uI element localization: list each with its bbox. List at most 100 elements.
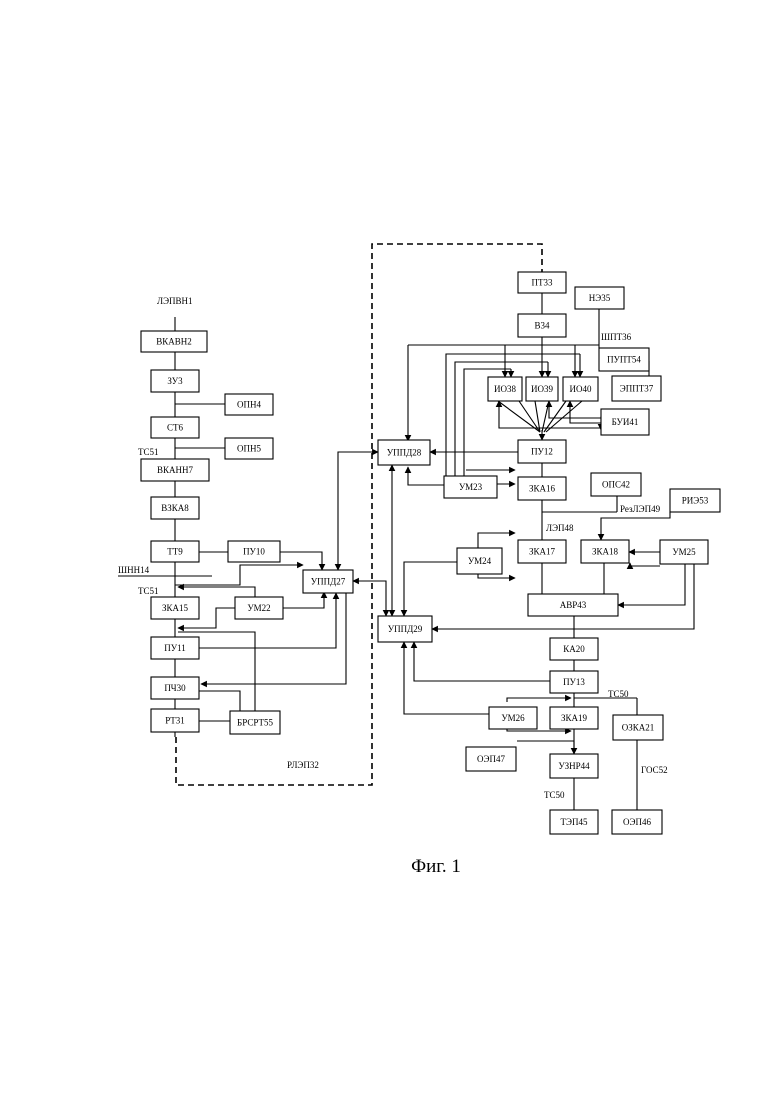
label-lepvn1: ЛЭПВН1	[157, 296, 193, 306]
block-st6-label: СТ6	[167, 423, 184, 433]
block-zka16: ЗКА16	[518, 477, 566, 500]
block-uppd27-label: УППД27	[311, 577, 346, 587]
block-oep47: ОЭП47	[466, 747, 516, 771]
block-avr43: АВР43	[528, 594, 618, 616]
block-pu13-label: ПУ13	[563, 677, 585, 687]
label-rlep32: РЛЭП32	[287, 760, 319, 770]
block-io38: ИО38	[488, 377, 522, 401]
block-pu10: ПУ10	[228, 541, 280, 562]
block-pu12-label: ПУ12	[531, 447, 553, 457]
block-io39-label: ИО39	[531, 384, 553, 394]
block-tep45-label: ТЭП45	[561, 817, 588, 827]
block-um26-label: УМ26	[501, 713, 525, 723]
block-opn4-label: ОПН4	[237, 400, 261, 410]
label-lep48: ЛЭП48	[546, 523, 574, 533]
block-tt9-label: ТТ9	[167, 547, 183, 557]
block-opn5-label: ОПН5	[237, 444, 261, 454]
block-v34-label: В34	[534, 321, 550, 331]
block-ne35-label: НЭ35	[589, 293, 611, 303]
block-zka18: ЗКА18	[581, 540, 629, 563]
block-pt33-label: ПТ33	[532, 278, 553, 288]
block-ops42: ОПС42	[591, 473, 641, 496]
block-uznr44: УЗНР44	[550, 754, 598, 778]
block-uznr44-label: УЗНР44	[558, 761, 590, 771]
block-uppd29-label: УППД29	[388, 624, 423, 634]
block-io38-label: ИО38	[494, 384, 516, 394]
block-eppt37-label: ЭППТ37	[620, 384, 654, 394]
block-vzka8: ВЗКА8	[151, 497, 199, 519]
block-rie53-label: РИЭ53	[682, 496, 709, 506]
label-ts50-b: ТС50	[544, 790, 565, 800]
block-ops42-label: ОПС42	[602, 480, 630, 490]
block-uppd28-label: УППД28	[387, 448, 422, 458]
block-vkavn2-label: ВКАВН2	[156, 337, 192, 347]
label-shpt36: ШПТ36	[601, 332, 632, 342]
label-ts51-b: ТС51	[138, 586, 159, 596]
block-zka17: ЗКА17	[518, 540, 566, 563]
label-ts50-a: ТС50	[608, 689, 629, 699]
block-brsrt55-label: БРСРТ55	[237, 718, 273, 728]
block-zu3-label: ЗУ3	[167, 376, 183, 386]
block-vkann7-label: ВКАНН7	[157, 465, 194, 475]
block-st6: СТ6	[151, 417, 199, 438]
blocks: ВКАВН2ЗУ3ОПН4СТ6ОПН5ВКАНН7ВЗКА8ТТ9ПУ10УП…	[141, 272, 720, 834]
block-vkann7: ВКАНН7	[141, 459, 209, 481]
block-ozka21: ОЗКА21	[613, 715, 663, 740]
block-pch30: ПЧ30	[151, 677, 199, 699]
block-pch30-label: ПЧ30	[164, 683, 186, 693]
label-shnn14: ШНН14	[118, 565, 150, 575]
block-uppd29: УППД29	[378, 616, 432, 642]
block-um26: УМ26	[489, 707, 537, 729]
label-rezlep49: РезЛЭП49	[620, 504, 661, 514]
block-rt31-label: РТ31	[165, 716, 185, 726]
block-vzka8-label: ВЗКА8	[161, 503, 189, 513]
block-pu12: ПУ12	[518, 440, 566, 463]
block-io40: ИО40	[563, 377, 598, 401]
block-um24-label: УМ24	[468, 556, 492, 566]
block-um25-label: УМ25	[672, 547, 696, 557]
block-oep46: ОЭП46	[612, 810, 662, 834]
block-zka15: ЗКА15	[151, 597, 199, 619]
block-pu11-label: ПУ11	[164, 643, 186, 653]
block-opn5: ОПН5	[225, 438, 273, 459]
block-ozka21-label: ОЗКА21	[622, 723, 655, 733]
block-ne35: НЭ35	[575, 287, 624, 309]
block-zka18-label: ЗКА18	[592, 547, 619, 557]
block-pu13: ПУ13	[550, 671, 598, 693]
block-pu10-label: ПУ10	[243, 547, 265, 557]
block-ka20: КА20	[550, 638, 598, 660]
block-zka17-label: ЗКА17	[529, 547, 556, 557]
block-pt33: ПТ33	[518, 272, 566, 293]
block-eppt37: ЭППТ37	[612, 376, 661, 401]
block-zka15-label: ЗКА15	[162, 603, 189, 613]
block-io40-label: ИО40	[570, 384, 592, 394]
block-oep46-label: ОЭП46	[623, 817, 651, 827]
block-pupt54-label: ПУПТ54	[607, 355, 641, 365]
block-um23: УМ23	[444, 476, 497, 498]
block-v34: В34	[518, 314, 566, 337]
block-zka19-label: ЗКА19	[561, 713, 588, 723]
block-tep45: ТЭП45	[550, 810, 598, 834]
block-bui41-label: БУИ41	[612, 417, 639, 427]
block-zka16-label: ЗКА16	[529, 484, 556, 494]
block-zka19: ЗКА19	[550, 707, 598, 729]
figure-caption: Фиг. 1	[411, 856, 461, 877]
label-gos52: ГОС52	[641, 765, 668, 775]
block-bui41: БУИ41	[601, 409, 649, 435]
block-uppd28: УППД28	[378, 440, 430, 465]
block-tt9: ТТ9	[151, 541, 199, 562]
block-um22-label: УМ22	[247, 603, 270, 613]
block-vkavn2: ВКАВН2	[141, 331, 207, 352]
block-um22: УМ22	[235, 597, 283, 619]
block-oep47-label: ОЭП47	[477, 754, 505, 764]
block-rt31: РТ31	[151, 709, 199, 732]
block-uppd27: УППД27	[303, 570, 353, 593]
block-pu11: ПУ11	[151, 637, 199, 659]
block-rie53: РИЭ53	[670, 489, 720, 512]
label-ts51-a: ТС51	[138, 447, 159, 457]
connections	[118, 244, 694, 810]
block-io39: ИО39	[526, 377, 558, 401]
block-avr43-label: АВР43	[560, 600, 587, 610]
rlep32-line	[176, 244, 542, 785]
block-zu3: ЗУ3	[151, 370, 199, 392]
